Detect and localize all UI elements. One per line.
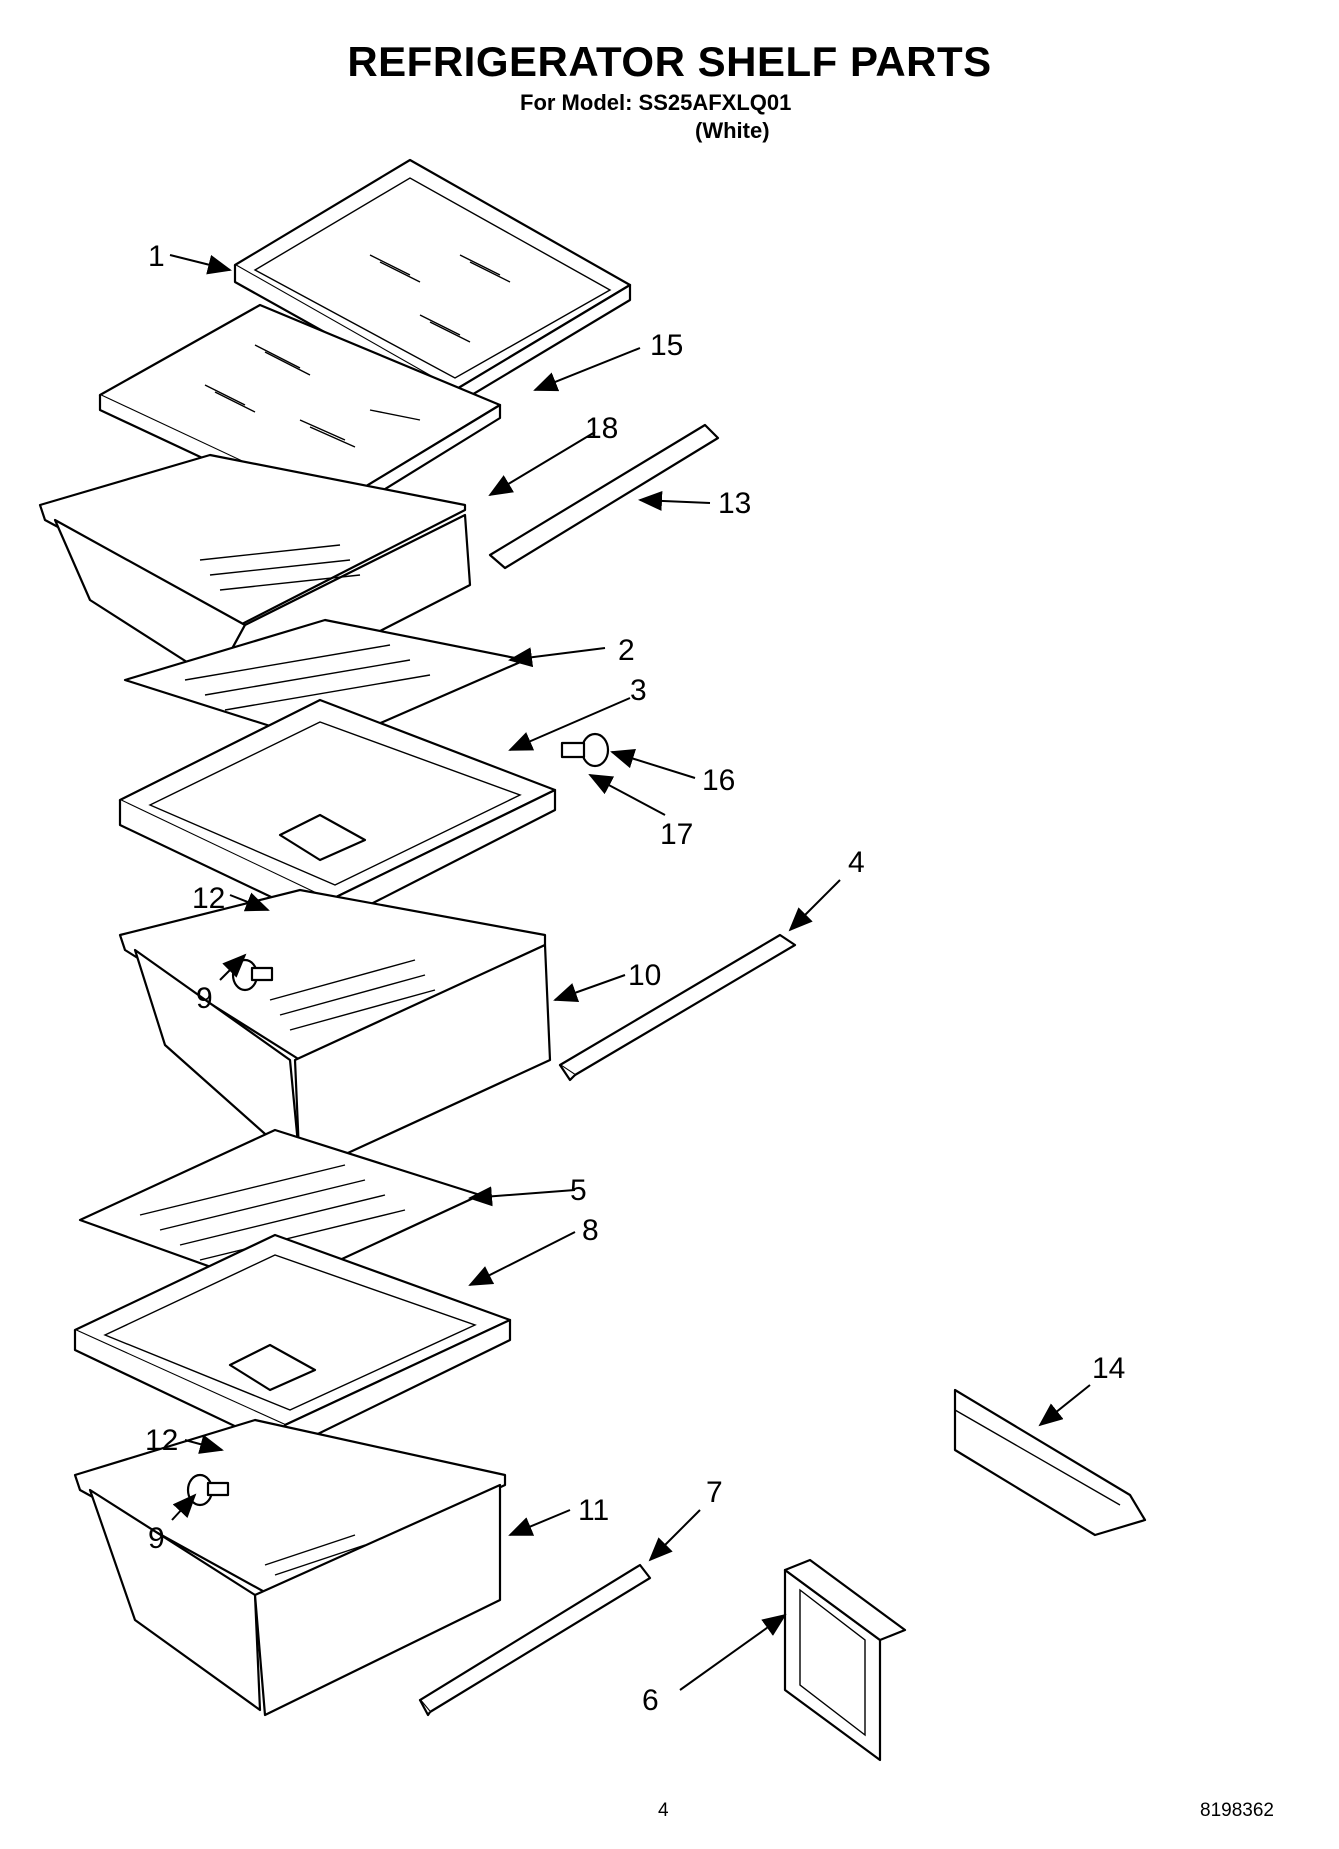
callout-6: 6 [642, 1684, 659, 1717]
part-7-trim [418, 1563, 652, 1717]
part-8-crisper-cover [73, 1233, 512, 1452]
callout-12-lower: 12 [145, 1424, 178, 1457]
part-14-channel [953, 1388, 1147, 1537]
leader-lines [169, 254, 1091, 1691]
callout-7: 7 [706, 1476, 723, 1509]
model-line: For Model: SS25AFXLQ01 [520, 90, 792, 115]
callout-13: 13 [718, 487, 751, 520]
part-6-bracket [783, 1558, 907, 1762]
callout-18: 18 [585, 412, 618, 445]
part-4-front-trim [558, 933, 797, 1082]
callout-11: 11 [578, 1494, 609, 1527]
callout-8: 8 [582, 1214, 599, 1247]
lower-crisper-pan [73, 1418, 507, 1717]
document-number: 8198362 [1200, 1800, 1274, 1821]
callout-16: 16 [702, 764, 735, 797]
page-number: 4 [658, 1800, 669, 1821]
part-16-17-roller [560, 732, 610, 768]
callout-9-upper: 9 [196, 982, 213, 1015]
callout-1: 1 [148, 240, 165, 273]
callout-9-lower: 9 [148, 1522, 165, 1555]
middle-crisper-pan [118, 888, 552, 1177]
callout-12-upper: 12 [192, 882, 225, 915]
callout-17: 17 [660, 818, 693, 851]
callout-15: 15 [650, 329, 683, 362]
page-title: REFRIGERATOR SHELF PARTS [347, 38, 992, 85]
callout-5: 5 [570, 1174, 587, 1207]
part-3-crisper-cover [118, 698, 557, 927]
callout-10: 10 [628, 959, 661, 992]
part-13-trim [488, 423, 720, 570]
callout-2: 2 [618, 634, 635, 667]
color-line: (White) [695, 118, 770, 143]
callout-14: 14 [1092, 1352, 1125, 1385]
callout-3: 3 [630, 674, 647, 707]
callout-labels: 1 2 3 4 5 6 7 8 9 9 10 11 12 12 13 14 15… [145, 240, 1125, 1717]
callout-4: 4 [848, 846, 865, 879]
